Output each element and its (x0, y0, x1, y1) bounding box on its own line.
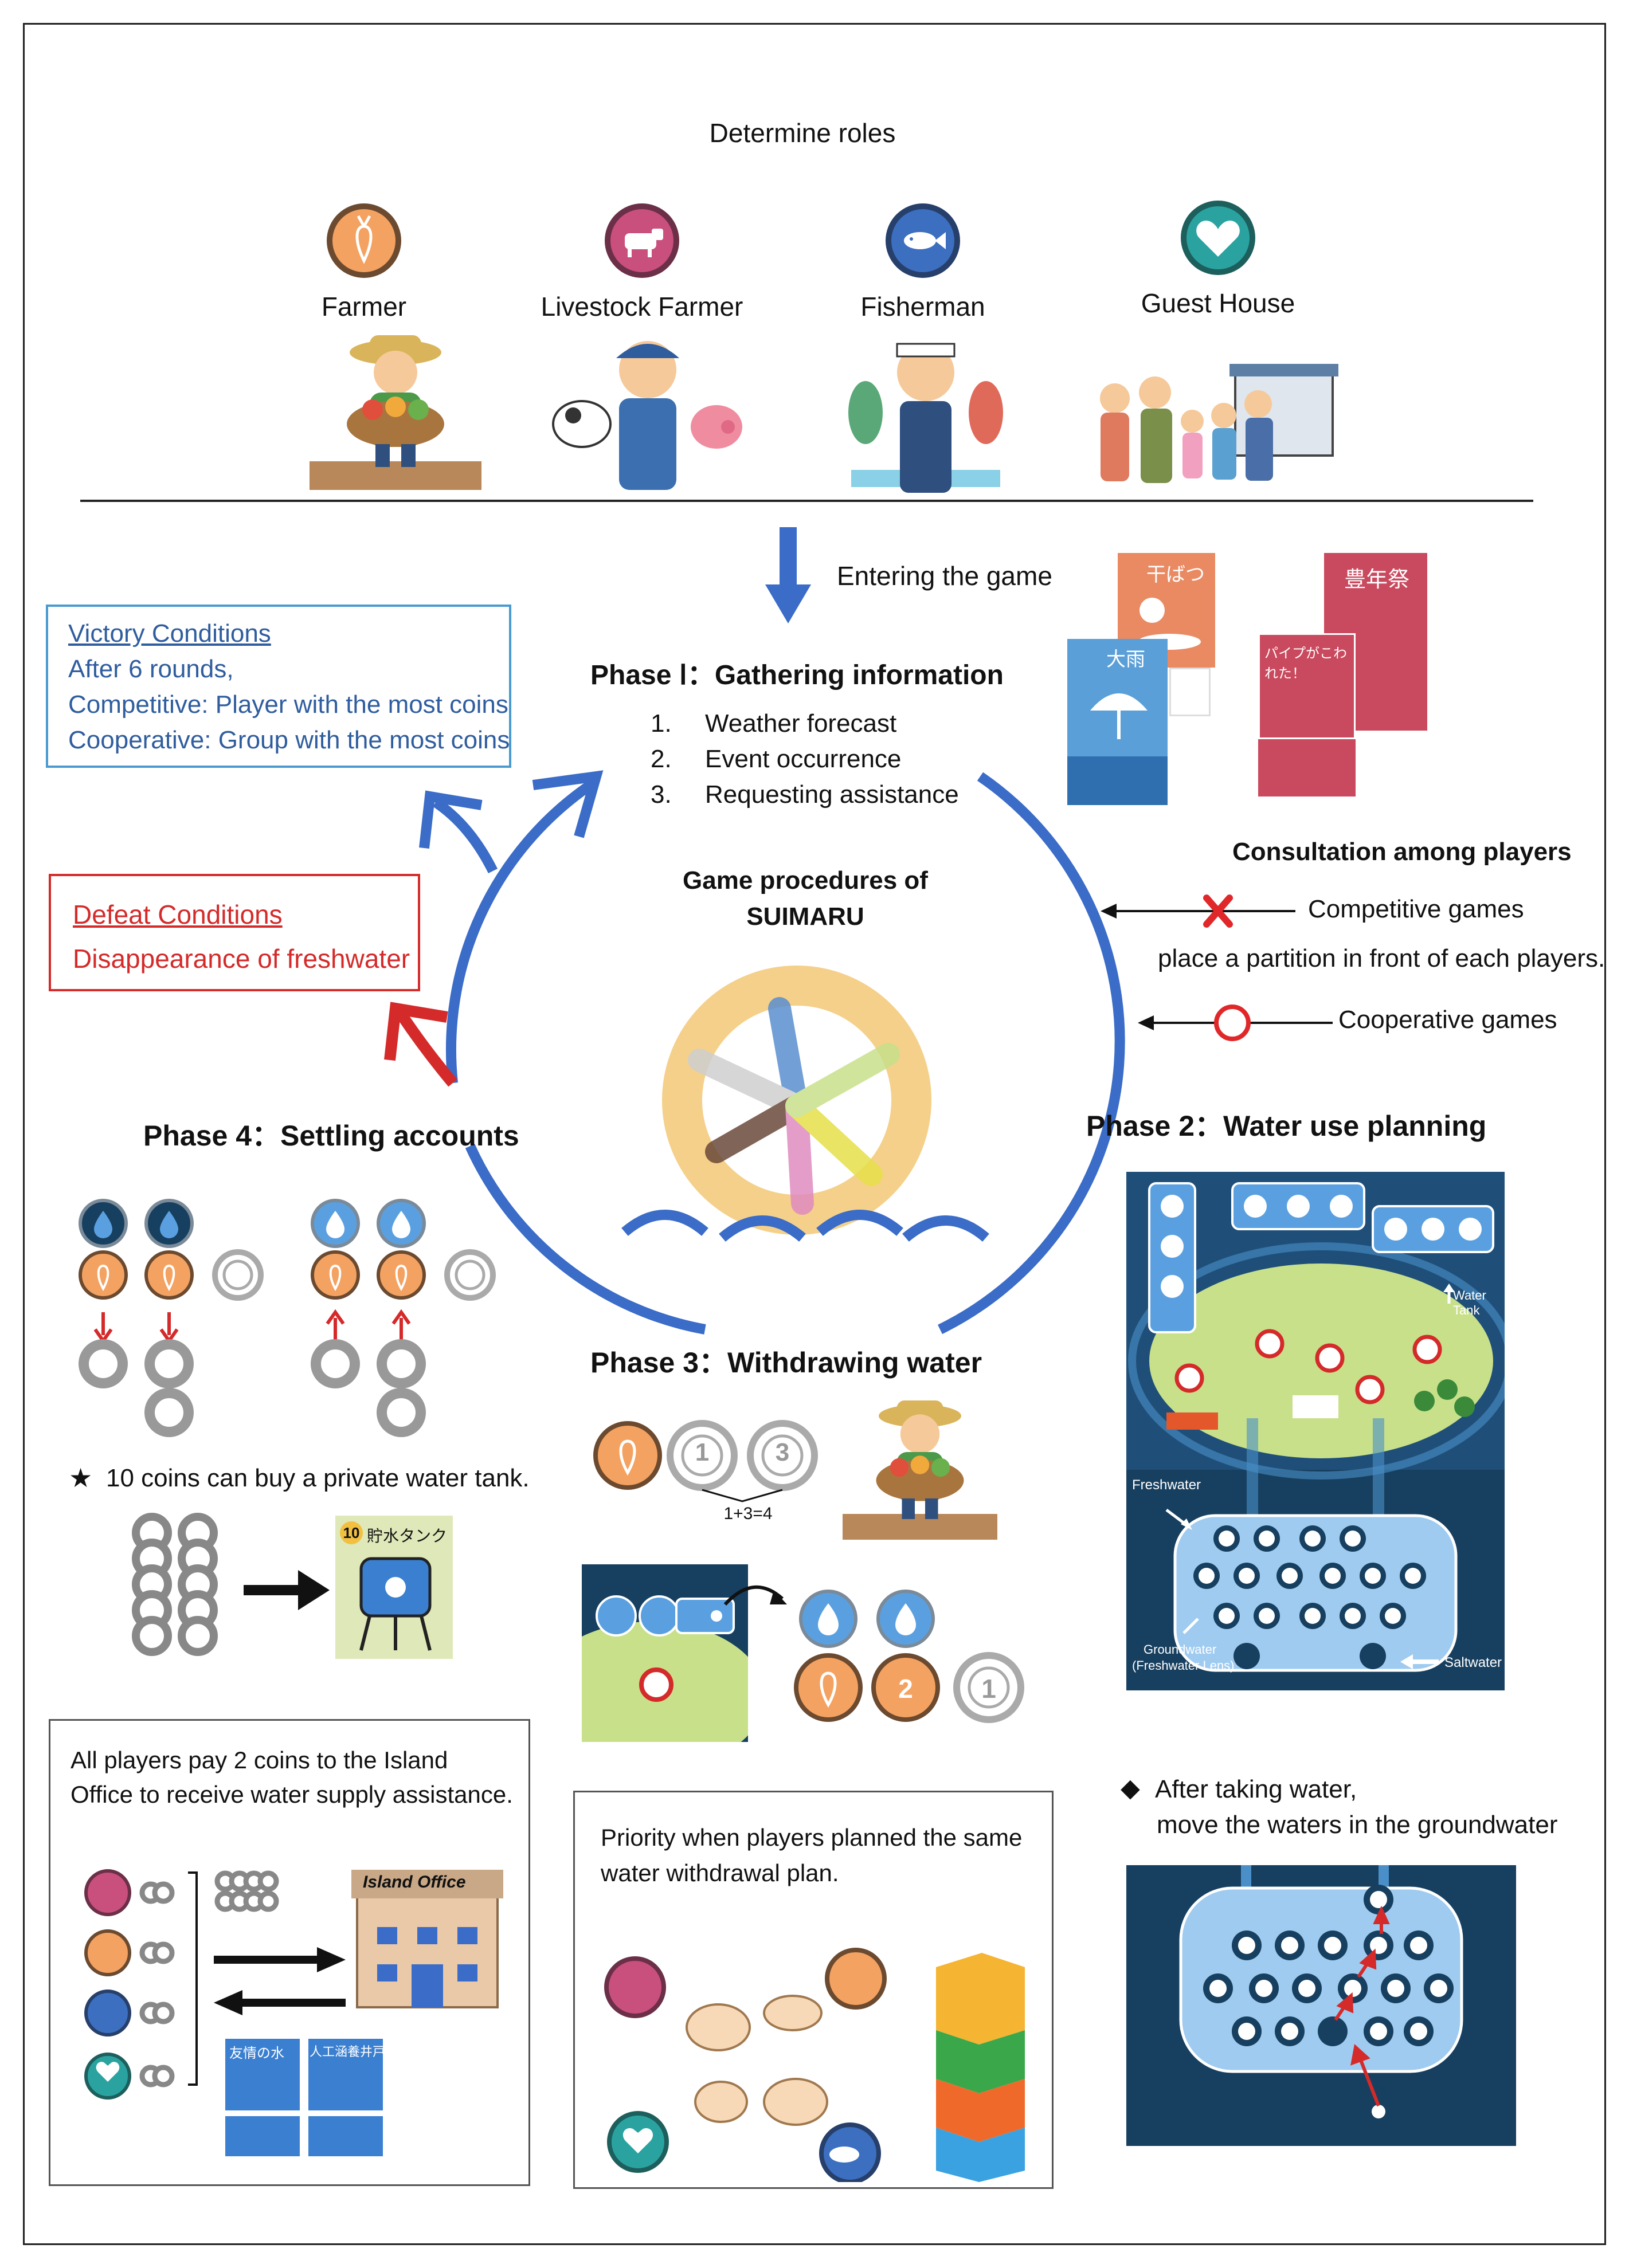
heavy-rain-card-label: 大雨 (1106, 648, 1145, 671)
map-label-groundwater-sub: (Freshwater Lens) (1132, 1658, 1235, 1673)
phase4-title: Phase 4：Settling accounts (143, 1120, 519, 1152)
drought-card-label: 干ばつ (1146, 563, 1205, 586)
competitive-arrow (1101, 894, 1295, 928)
cooperative-label: Cooperative games (1338, 1006, 1557, 1034)
heart-icon (1181, 201, 1255, 275)
tank-note-text: 10 coins can buy a private water tank. (106, 1464, 530, 1492)
result-coin-value-1: 1 (981, 1674, 996, 1704)
map-label-saltwater: Saltwater (1444, 1655, 1502, 1670)
groundwater-move-diagram (1126, 1865, 1516, 2146)
priority-box: Priority when players planned the same w… (573, 1791, 1054, 2189)
phase2-title: Phase 2：Water use planning (1086, 1110, 1487, 1142)
entering-arrow (765, 527, 811, 623)
defeat-line: Disappearance of freshwater (73, 944, 410, 974)
tank-price-badge: 10 (340, 1521, 363, 1544)
priority-text-line2: water withdrawal plan. (601, 1859, 839, 1886)
defeat-title: Defeat Conditions (73, 900, 283, 929)
after-water-line2: move the waters in the groundwater (1157, 1811, 1558, 1839)
guest-house-illustration (1100, 364, 1338, 483)
harvest-festival-card: 豊年祭 (1324, 553, 1427, 731)
diagram-frame (23, 23, 1606, 2245)
withdraw-coins (593, 1420, 818, 1502)
island-map (1126, 1172, 1505, 1690)
after-water-bullet: ◆ (1121, 1774, 1140, 1802)
result-coin-value-2: 2 (898, 1674, 913, 1704)
harvest-festival-card-label: 豊年祭 (1344, 567, 1410, 592)
phase1-title: Phase Ⅰ：Gathering information (590, 660, 1004, 690)
phase1-step: Weather forecast (705, 709, 897, 737)
defeat-conditions-box: Defeat Conditions Disappearance of fresh… (49, 874, 420, 991)
map-label-water-tank: Water Tank (1453, 1288, 1486, 1317)
assistance-box: All players pay 2 coins to the Island Of… (49, 1719, 530, 2186)
withdraw-coin-value-1: 1 (695, 1438, 710, 1466)
island-office-label: Island Office (363, 1873, 466, 1892)
assist-card1-label: 友情の水 (229, 2045, 284, 2061)
after-water-line1: After taking water, (1155, 1775, 1357, 1803)
role-label-livestock: Livestock Farmer (541, 292, 743, 321)
victory-line: Competitive: Player with the most coins (68, 690, 508, 719)
buy-arrow (244, 1570, 330, 1610)
phase1-step-number: 3. (651, 780, 672, 809)
map-label-groundwater: Groundwater (1144, 1642, 1217, 1657)
victory-line: After 6 rounds, (68, 655, 234, 683)
coin-stack (132, 1513, 218, 1656)
withdraw-arrow (723, 1585, 787, 1606)
fish-icon (886, 203, 960, 278)
rock-paper-scissors-diagram (604, 1948, 1025, 2182)
roles-divider (80, 500, 1533, 502)
entering-label: Entering the game (837, 561, 1052, 591)
cycle-arrows (384, 770, 1125, 1335)
assistance-diagram (84, 1869, 503, 2156)
phase1-step: Requesting assistance (705, 780, 959, 809)
withdraw-result-coins (794, 1590, 1024, 1723)
center-title-line1: Game procedures of (683, 866, 928, 894)
consultation-title: Consultation among players (1232, 838, 1572, 866)
partition-note: place a partition in front of each playe… (1158, 944, 1605, 972)
cooperative-arrow (1138, 1004, 1333, 1041)
water-tank-card: 10 貯水タンク (335, 1516, 453, 1659)
withdraw-map-snippet (582, 1564, 748, 1742)
assist-card2-label: 人工涵養井戸 (310, 2045, 386, 2059)
priority-text-line1: Priority when players planned the same (601, 1824, 1023, 1851)
competitive-label: Competitive games (1308, 895, 1524, 923)
center-title-line2: SUIMARU (746, 903, 864, 931)
fisherman-illustration (848, 343, 1003, 493)
farmer-icon (327, 203, 401, 278)
tank-card-label: 貯水タンク (367, 1527, 448, 1545)
heavy-rain-card: 大雨 (1067, 639, 1168, 805)
role-label-farmer: Farmer (321, 292, 407, 321)
coin-sum-label: 1+3=4 (723, 1504, 773, 1523)
center-illustration (621, 966, 989, 1242)
assistance-text-line2: Office to receive water supply assistanc… (71, 1781, 513, 1808)
withdraw-coin-value-3: 3 (775, 1438, 790, 1466)
victory-title: Victory Conditions (68, 619, 271, 648)
pipe-broken-card: パイプがこわれた！ (1258, 633, 1356, 739)
livestock-farmer-illustration (552, 341, 742, 490)
tank-note-star: ★ (69, 1463, 93, 1493)
small-card (1169, 668, 1211, 716)
cow-icon (605, 203, 679, 278)
role-label-fisherman: Fisherman (860, 292, 985, 321)
phase3-title: Phase 3：Withdrawing water (590, 1347, 982, 1379)
pipe-broken-card-label: パイプがこわれた！ (1264, 645, 1347, 681)
phase1-step-number: 2. (651, 745, 672, 773)
diagram-title: Determine roles (709, 118, 896, 148)
victory-line: Cooperative: Group with the most coins (68, 726, 510, 754)
farmer-illustration (310, 335, 481, 490)
small-card (1258, 739, 1356, 796)
victory-conditions-box: Victory Conditions After 6 rounds, Compe… (46, 605, 511, 768)
phase1-step: Event occurrence (705, 745, 902, 773)
withdraw-farmer-illustration (843, 1400, 997, 1540)
role-label-guesthouse: Guest House (1141, 288, 1295, 318)
phase1-step-number: 1. (651, 709, 672, 737)
map-label-freshwater: Freshwater (1132, 1477, 1201, 1493)
settling-coins (69, 1189, 516, 1441)
assistance-text-line1: All players pay 2 coins to the Island (71, 1747, 448, 1773)
